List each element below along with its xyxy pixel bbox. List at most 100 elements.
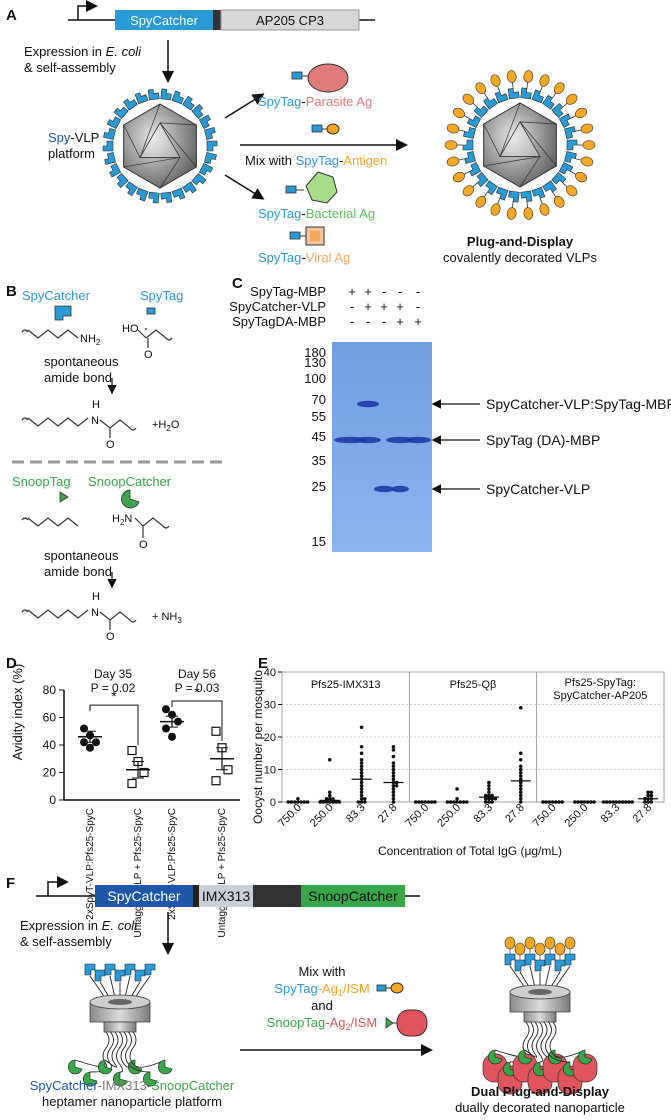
spycatcher-unit-icon bbox=[444, 139, 474, 151]
e-point bbox=[643, 800, 647, 804]
e-point bbox=[359, 783, 364, 788]
f-gene-snoop-box bbox=[301, 885, 405, 907]
f-promoter-arrow-icon bbox=[47, 876, 69, 896]
heptamer-nanoparticle bbox=[68, 963, 173, 1087]
e-xtick-label: 83.3 bbox=[471, 802, 495, 826]
gel-band-label: SpyCatcher-VLP:SpyTag-MBP bbox=[486, 396, 671, 412]
d-ytick-label: 80 bbox=[43, 683, 57, 697]
f-gene-imx-label: IMX313 bbox=[202, 888, 250, 904]
f-linker bbox=[524, 1021, 539, 1058]
snooptag-icon bbox=[59, 491, 69, 503]
d-point-filled bbox=[168, 710, 176, 719]
e-point bbox=[518, 787, 523, 791]
e-point bbox=[359, 751, 364, 756]
f-linker bbox=[545, 1021, 571, 1063]
spycatcher-icon bbox=[54, 305, 72, 321]
e-point bbox=[391, 761, 396, 765]
e-point bbox=[518, 767, 523, 772]
e-point bbox=[327, 796, 332, 801]
e-point bbox=[327, 800, 332, 804]
e-point bbox=[649, 793, 654, 798]
e-group-title: Pfs25-SpyTag: bbox=[565, 677, 637, 689]
d-ytick-label: 0 bbox=[49, 793, 56, 807]
f-spycatcher-icon bbox=[534, 959, 546, 972]
spycatcher-unit-icon bbox=[506, 190, 520, 220]
d-xtick-label: 2xSpyT-VLP:Pfs25-SpyC bbox=[85, 808, 96, 920]
e-xtick-label: 83.3 bbox=[599, 802, 623, 826]
spycatcher-unit-icon bbox=[531, 186, 550, 216]
spy-vlp-particle bbox=[102, 88, 218, 204]
b-h2: H bbox=[92, 591, 100, 603]
a-arrow-up bbox=[224, 93, 265, 119]
f-spycatcher-icon bbox=[524, 953, 536, 966]
f-spycatcher-icon bbox=[124, 963, 136, 976]
e-point bbox=[391, 793, 396, 798]
e-point bbox=[646, 790, 650, 795]
e-xtick-label: 27.8 bbox=[503, 802, 527, 826]
spycatcher-unit-icon bbox=[462, 93, 489, 118]
e-point bbox=[649, 790, 654, 795]
d-sig-bracket bbox=[171, 700, 223, 741]
f-gene-spycatcher-label: SpyCatcher bbox=[107, 888, 180, 904]
e-point bbox=[490, 796, 494, 801]
d-point-filled bbox=[162, 705, 170, 714]
a-expression-line2: & self-assembly bbox=[24, 60, 116, 75]
d-point-filled bbox=[168, 732, 176, 741]
spycatcher-unit-icon bbox=[106, 116, 122, 129]
f-gene-spycatcher-box bbox=[95, 885, 193, 907]
e-ylabel: Oocyst number per mosquito bbox=[251, 670, 265, 824]
spycatcher-unit-icon bbox=[531, 74, 550, 104]
f-ag1-icon bbox=[554, 942, 566, 956]
spycatcher-unit-icon bbox=[475, 180, 498, 208]
gel-band bbox=[355, 436, 381, 444]
e-point bbox=[646, 793, 650, 798]
lysine-chain bbox=[21, 329, 79, 339]
gel-sign: + bbox=[364, 299, 372, 314]
f-gene-snoop-label: SnoopCatcher bbox=[308, 888, 398, 904]
e-point bbox=[455, 787, 459, 791]
e-point bbox=[391, 800, 396, 804]
b-o1: O bbox=[144, 349, 153, 361]
spycatcher-unit-icon bbox=[475, 82, 498, 110]
gel-sign: - bbox=[416, 284, 420, 299]
b-h2o: +H2O bbox=[152, 419, 180, 433]
e-group-title: Pfs25-Qβ bbox=[450, 679, 497, 691]
f-linker bbox=[104, 1031, 119, 1068]
e-xlabel: Concentration of Total IgG (μg/mL) bbox=[378, 844, 562, 858]
f-and: and bbox=[311, 998, 333, 1013]
e-point bbox=[487, 796, 491, 801]
b-nh2: NH2 bbox=[80, 333, 101, 347]
spycatcher-unit-icon bbox=[446, 151, 476, 167]
b-amide-2: amide bond bbox=[44, 564, 112, 579]
e-point bbox=[493, 796, 498, 801]
f-ag1-icon bbox=[376, 982, 404, 994]
b-n2: N bbox=[91, 607, 99, 619]
spycatcher-unit-icon bbox=[104, 152, 116, 165]
e-point bbox=[518, 757, 523, 762]
spycatcher-unit-icon bbox=[198, 163, 214, 176]
panel-b-letter: B bbox=[6, 283, 17, 300]
e-point bbox=[487, 787, 491, 791]
gel-row-label: SpyTag-MBP bbox=[250, 284, 326, 299]
f-spycatcher-icon bbox=[104, 963, 116, 976]
e-ytick-label: 10 bbox=[264, 765, 276, 777]
b-o3: O bbox=[139, 539, 148, 551]
d-point-open bbox=[127, 745, 137, 756]
panel-f: F SpyCatcher IMX313 SnoopCatcher Express… bbox=[6, 875, 625, 1115]
snoop-lysine-chain bbox=[21, 517, 79, 527]
d-sig-bracket bbox=[89, 704, 139, 746]
gel-sign: + bbox=[348, 284, 356, 299]
mw-marker-label: 25 bbox=[312, 479, 326, 494]
b-o4: O bbox=[106, 631, 115, 643]
e-point bbox=[331, 800, 335, 804]
spycatcher-unit-icon bbox=[551, 172, 578, 197]
f-linker bbox=[129, 1031, 166, 1068]
parasite-ag-label: SpyTag-Parasite Ag bbox=[258, 94, 372, 109]
f-platform-name: SpyCatcher-IMX313-SnoopCatcher bbox=[30, 1078, 235, 1093]
e-xtick-label: 27.8 bbox=[631, 802, 655, 826]
f-ag1-icon bbox=[534, 942, 546, 956]
d-point-filled bbox=[86, 743, 94, 752]
f-spycatcher-icon bbox=[114, 969, 126, 982]
